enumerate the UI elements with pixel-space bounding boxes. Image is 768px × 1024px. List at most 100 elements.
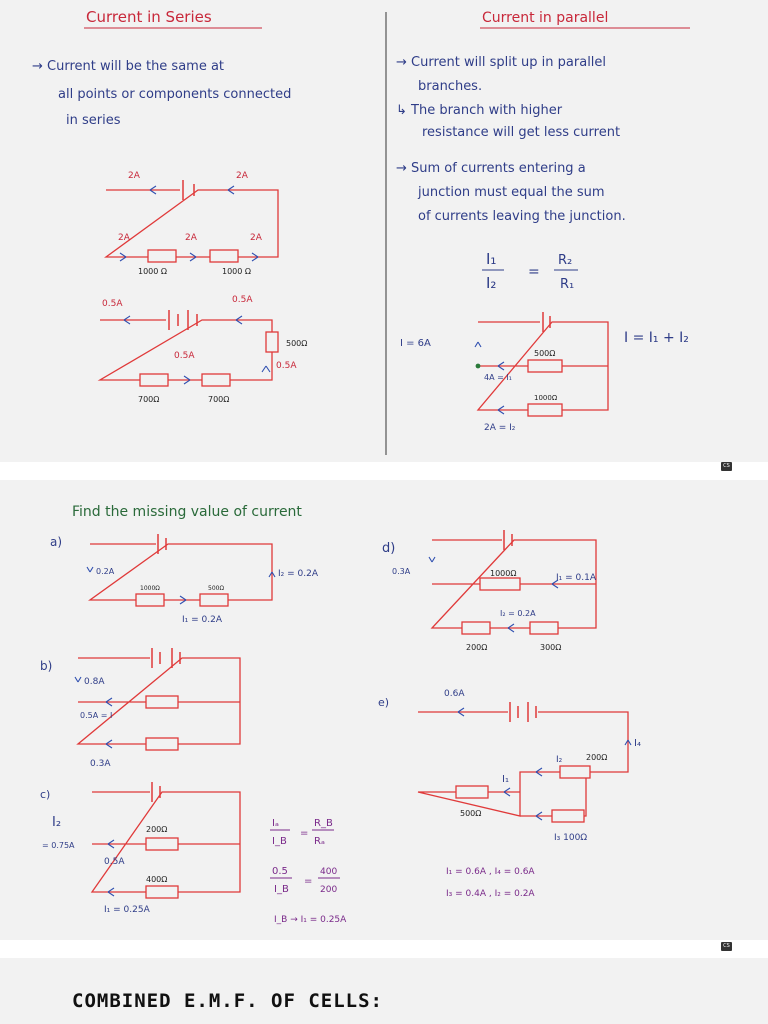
svg-text:d): d) [382,541,395,556]
svg-text:I₂ = 0.2A: I₂ = 0.2A [500,609,536,618]
series-resistor-side [265,331,279,353]
parallel-note-3a: → Sum of currents entering a [396,161,586,176]
notes-page-2: Find the missing value of current a) 0.2… [0,480,768,951]
svg-text:R_B: R_B [314,818,333,829]
svg-text:200: 200 [320,885,337,895]
svg-text:200Ω: 200Ω [146,825,167,834]
svg-text:Rₐ: Rₐ [314,836,325,847]
svg-text:I₁ = 0.25A: I₁ = 0.25A [104,905,151,915]
svg-text:I = 6A: I = 6A [400,338,431,349]
svg-text:I₁ = 0.6A , I₄ = 0.6A: I₁ = 0.6A , I₄ = 0.6A [446,867,535,877]
svg-text:500Ω: 500Ω [286,339,307,348]
svg-text:2A: 2A [128,171,141,181]
svg-text:2A = I₂: 2A = I₂ [484,423,516,433]
exercise-heading: Find the missing value of current [72,504,302,520]
svg-text:I₃ 100Ω: I₃ 100Ω [554,833,587,843]
svg-text:300Ω: 300Ω [540,643,561,652]
svg-text:b): b) [40,659,52,673]
series-circuit-1: 2A 2A 2A 2A 2A 1000 Ω 1000 Ω [104,171,279,276]
svg-text:400: 400 [320,867,337,877]
page-2-drawing: Find the missing value of current a) 0.2… [40,504,641,925]
exercise-b: b) 0.8A 0.5A = I 0.3A [40,648,241,769]
svg-text:0.2A: 0.2A [96,567,115,576]
svg-text:1000 Ω: 1000 Ω [222,267,251,276]
svg-text:500Ω: 500Ω [460,809,481,818]
svg-text:R₂: R₂ [558,253,572,268]
svg-text:I₁ = 0.2A: I₁ = 0.2A [182,615,223,625]
svg-text:2A: 2A [118,233,131,243]
svg-text:4A = I₁: 4A = I₁ [484,373,512,382]
svg-text:Iₐ: Iₐ [272,818,279,829]
svg-text:0.5A: 0.5A [174,351,195,361]
svg-text:200Ω: 200Ω [586,753,607,762]
svg-text:=: = [300,828,308,839]
svg-text:200Ω: 200Ω [466,643,487,652]
svg-text:I₁: I₁ [502,774,509,785]
svg-text:=: = [304,876,312,887]
parallel-note-2b: resistance will get less current [422,125,620,140]
series-note-1: → Current will be the same at [32,59,224,74]
svg-text:0.5A: 0.5A [276,361,297,371]
exercise-c: c) I₂ = 0.75A 200Ω 0.5A 400Ω I₁ = 0.25A … [40,782,347,925]
svg-text:0.6A: 0.6A [444,689,465,699]
series-circuit-2: 0.5A 0.5A 0.5A 0.5A 500Ω 700Ω 700Ω [97,295,307,404]
svg-text:I_B: I_B [272,836,287,847]
series-note-2: all points or components connected [58,87,291,102]
svg-text:a): a) [50,535,62,549]
series-title: Current in Series [86,8,212,26]
svg-text:0.3A: 0.3A [90,759,111,769]
svg-text:1000 Ω: 1000 Ω [138,267,167,276]
series-resistor-1 [147,249,177,263]
svg-text:c): c) [40,788,50,801]
svg-text:I₂ = 0.2A: I₂ = 0.2A [278,569,319,579]
svg-text:400Ω: 400Ω [146,875,167,884]
exercise-e: e) 0.6A I₄ I₂ 200Ω I₁ 500Ω I₃ 100Ω I₁ = … [378,689,641,899]
cs-badge-2: CS [721,942,732,951]
svg-text:I₃ = 0.4A , I₂ = 0.2A: I₃ = 0.4A , I₂ = 0.2A [446,889,535,899]
svg-text:I_B → I₁ = 0.25A: I_B → I₁ = 0.25A [274,915,347,925]
svg-text:1000Ω: 1000Ω [534,394,558,402]
svg-text:500Ω: 500Ω [534,349,555,358]
svg-text:0.5A: 0.5A [102,299,123,309]
svg-text:I₄: I₄ [634,738,641,749]
svg-text:I₁: I₁ [486,250,496,268]
ratio-formula: I₁ I₂ = R₂ R₁ [482,250,578,292]
svg-text:I₁ = 0.1A: I₁ = 0.1A [556,573,597,583]
parallel-title: Current in parallel [482,10,608,26]
svg-text:1000Ω: 1000Ω [490,569,516,578]
svg-text:0.5A: 0.5A [104,857,125,867]
svg-text:1000Ω: 1000Ω [140,585,160,592]
page-1-drawing: Current in Series → Current will be the … [32,8,690,455]
svg-text:I_B: I_B [274,884,289,895]
svg-text:700Ω: 700Ω [138,395,159,404]
svg-text:0.5A: 0.5A [232,295,253,305]
notes-page-1: Current in Series → Current will be the … [0,0,768,471]
svg-text:=: = [528,264,540,280]
svg-text:e): e) [378,696,389,709]
series-resistor-2 [209,249,239,263]
svg-text:2A: 2A [250,233,263,243]
emf-heading: COMBINED E.M.F. OF CELLS: [72,990,383,1012]
series-note-3: in series [66,113,121,128]
parallel-note-2a: ↳ The branch with higher [396,103,563,118]
parallel-circuit: I = 6A I = I₁ + I₂ 500Ω 4A = I₁ 1000Ω 2A… [400,312,689,433]
exercise-a: a) 0.2A 1000Ω 500Ω I₂ = 0.2A I₁ = 0.2A [50,534,319,625]
parallel-note-3b: junction must equal the sum [417,185,605,200]
svg-text:0.5A = I: 0.5A = I [80,711,112,720]
parallel-note-3c: of currents leaving the junction. [418,209,626,224]
parallel-note-1b: branches. [418,79,482,94]
kirchhoff-sum: I = I₁ + I₂ [624,330,689,346]
notes-page-3 [0,958,768,1024]
svg-text:R₁: R₁ [560,277,574,292]
svg-text:2A: 2A [236,171,249,181]
svg-text:2A: 2A [185,233,198,243]
svg-text:I₂: I₂ [52,815,61,830]
parallel-note-1a: → Current will split up in parallel [396,55,606,70]
svg-text:700Ω: 700Ω [208,395,229,404]
cs-badge: CS [721,462,732,471]
svg-text:I₂: I₂ [486,274,496,292]
svg-text:500Ω: 500Ω [208,585,224,592]
svg-text:0.8A: 0.8A [84,677,105,687]
exercise-d: d) 0.3A 1000Ω I₁ = 0.1A I₂ = 0.2A 200Ω 3… [382,530,597,652]
svg-text:= 0.75A: = 0.75A [42,841,75,850]
